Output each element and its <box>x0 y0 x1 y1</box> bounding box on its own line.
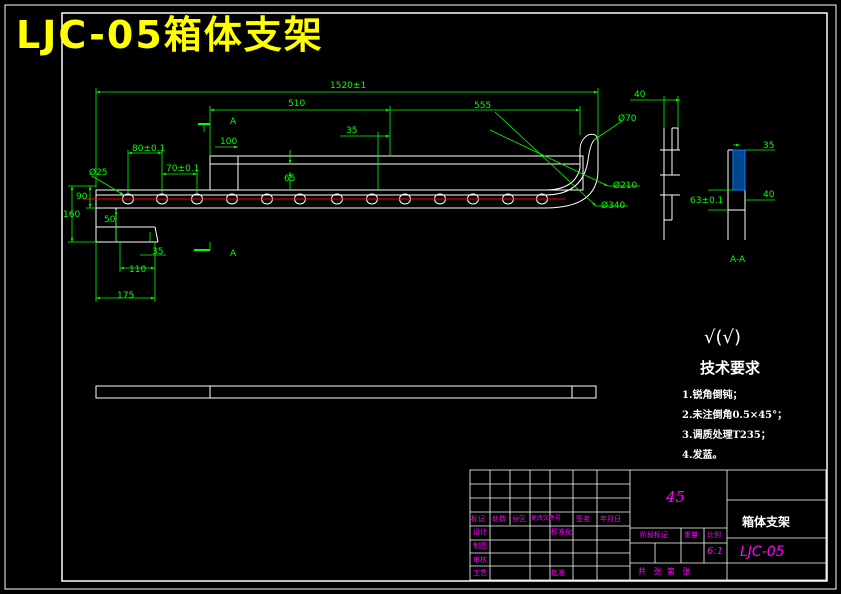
dim-dia340: Ø340 <box>601 200 626 211</box>
dim-dia25: Ø25 <box>89 167 108 178</box>
left-label-design: 设计 <box>473 528 487 536</box>
tech-requirements-heading: 技术要求 <box>700 359 761 377</box>
dim-110: 110 <box>129 265 146 275</box>
dim-90: 90 <box>76 192 88 202</box>
section-view <box>727 149 746 240</box>
tech-requirement-item: 2.未注倒角0.5×45°； <box>682 410 788 421</box>
left-label-draw: 制图 <box>473 542 487 550</box>
left-label-process: 工艺 <box>473 569 487 577</box>
drawing-title: LJC-05箱体支架 <box>16 13 324 57</box>
header-label-date: 年月日 <box>600 515 621 523</box>
stage-label-stage: 阶段标记 <box>640 531 668 539</box>
dim-section-35: 35 <box>763 141 774 151</box>
dim-section-63: 63±0.1 <box>690 196 723 206</box>
dim-35-bottom: 35 <box>152 247 163 257</box>
dim-70: 70±0.1 <box>166 164 199 174</box>
side-view <box>660 127 680 240</box>
sheet-label: 共 张 第 张 <box>638 567 691 576</box>
inner-frame <box>61 12 828 582</box>
dim-dia210: Ø210 <box>613 180 638 191</box>
scale-value: 6:1 <box>707 546 724 557</box>
main-view <box>95 133 599 243</box>
dim-160: 160 <box>63 210 80 220</box>
dim-65: 65 <box>284 174 295 184</box>
section-label: A-A <box>730 255 746 265</box>
bottom-view <box>95 385 597 399</box>
dim-40-side: 40 <box>634 90 646 100</box>
stage-label-scale: 比例 <box>707 531 721 539</box>
dim-dia70: Ø70 <box>618 113 637 124</box>
header-label-zone: 分区 <box>512 515 526 523</box>
dim-555: 555 <box>474 101 491 111</box>
section-mark-bottom: A <box>230 249 237 259</box>
section-mark-top: A <box>230 117 237 127</box>
dim-50: 50 <box>104 215 116 225</box>
left-label-review: 审核 <box>473 556 487 564</box>
header-label-count: 处数 <box>492 515 506 523</box>
left-label-standard: 标准化 <box>551 528 572 536</box>
dim-175: 175 <box>117 291 134 301</box>
dim-510: 510 <box>288 99 305 109</box>
dim-80: 80±0.1 <box>132 144 165 154</box>
tech-requirement-item: 4.发蓝。 <box>682 450 723 461</box>
dim-35-top: 35 <box>346 126 357 136</box>
dim-100: 100 <box>220 137 237 147</box>
tech-requirement-item: 3.调质处理T235； <box>682 430 771 441</box>
header-label-change-doc: 更改文件号 <box>531 515 562 522</box>
dimension-lines <box>68 88 640 302</box>
drawing-number: LJC-05 <box>740 544 785 560</box>
material-value: 45 <box>666 488 686 506</box>
header-label-signature: 签名 <box>576 515 590 523</box>
dim-section-40: 40 <box>763 190 775 200</box>
title-block <box>469 469 827 581</box>
dimension-texts: 1520±1 510 555 35 100 65 80±0.1 70±0.1 Ø… <box>63 81 638 301</box>
left-label-approve: 批准 <box>551 569 565 577</box>
dim-overall-length: 1520±1 <box>330 81 366 91</box>
tech-requirement-item: 1.锐角倒钝； <box>682 390 743 401</box>
outer-frame <box>4 4 837 590</box>
stage-label-weight: 重量 <box>684 531 698 539</box>
header-label-mark: 标记 <box>471 515 485 523</box>
part-name: 箱体支架 <box>742 515 791 529</box>
surface-roughness-symbol: √(√) <box>704 327 741 348</box>
